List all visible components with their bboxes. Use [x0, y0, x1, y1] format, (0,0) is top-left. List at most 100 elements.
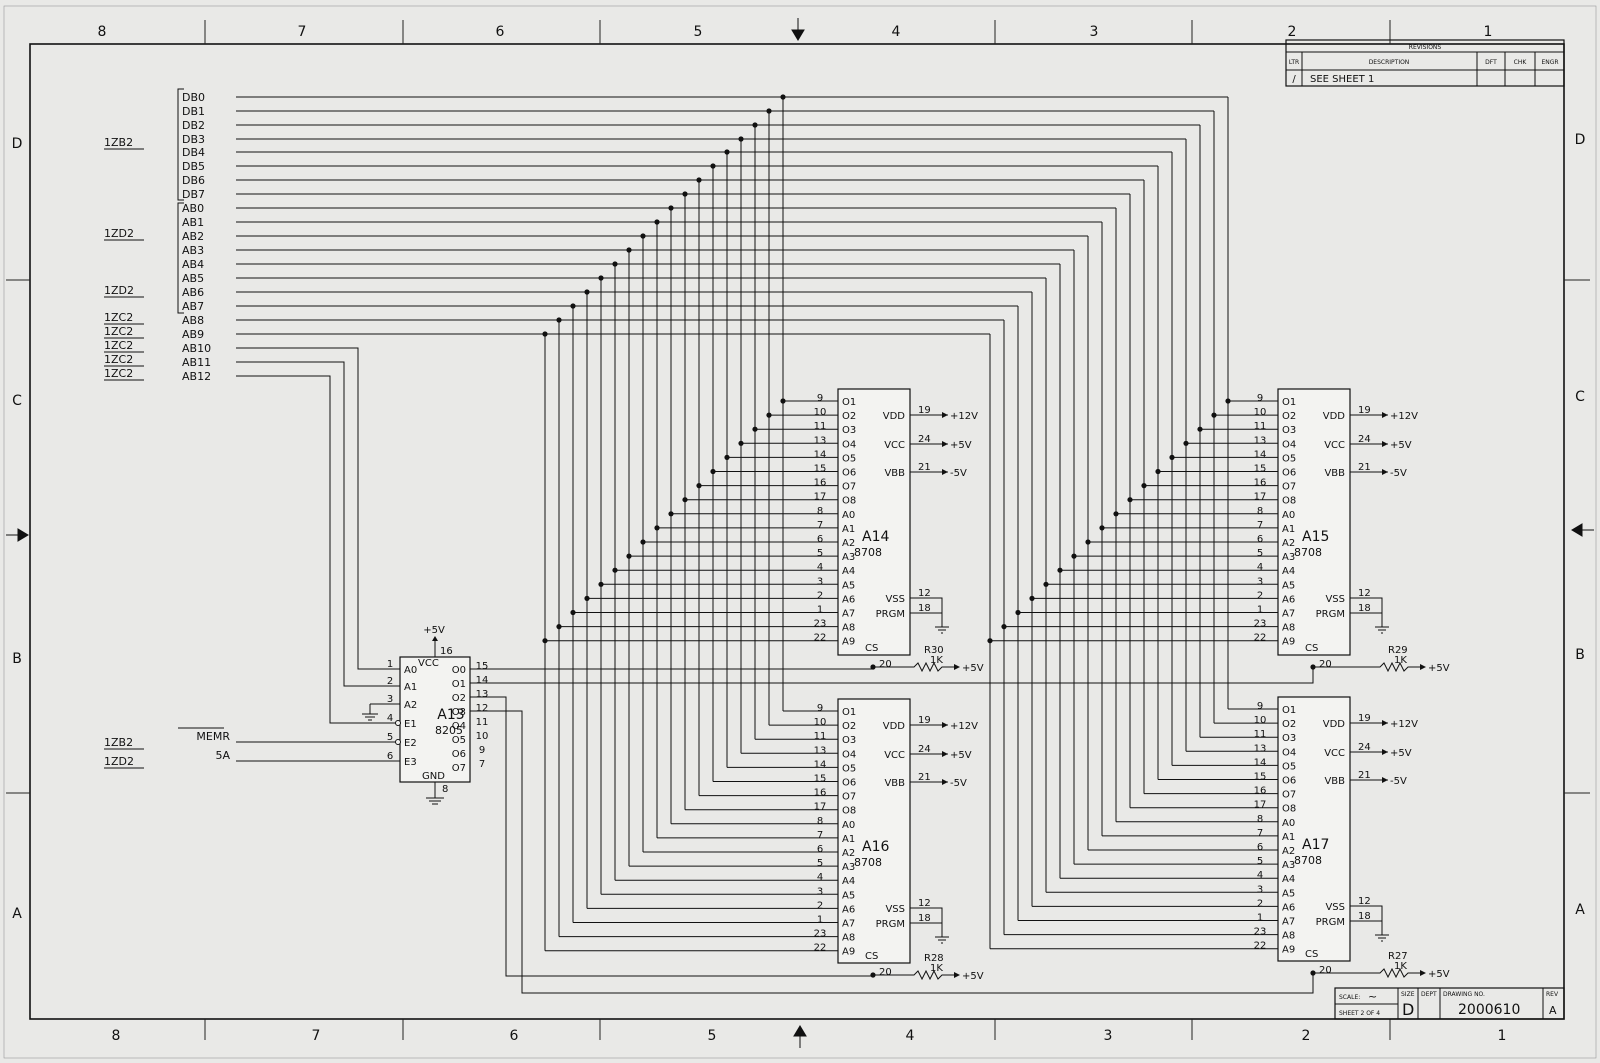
junction-dot [626, 247, 632, 253]
junction-dot [752, 426, 758, 432]
eprom-power-pin: 21 [918, 772, 931, 783]
eprom-pin-number: 13 [814, 745, 827, 756]
eprom-pin-name: O1 [1282, 705, 1296, 716]
eprom-pin-number: 5 [1257, 548, 1263, 559]
zone-col-bottom: 3 [1104, 1028, 1113, 1044]
zone-col-bottom: 1 [1498, 1028, 1507, 1044]
junction-dot [668, 511, 674, 517]
eprom-power-rail: +12V [950, 411, 978, 422]
eprom-power-pin: 19 [1358, 713, 1371, 724]
eprom-body [837, 698, 911, 964]
center-arrows [6, 18, 1594, 1048]
junction-dot [1001, 624, 1007, 630]
power-arrow [1382, 441, 1388, 447]
decoder-input-pin: 1 [387, 659, 393, 670]
eprom-pin-name: O8 [1282, 496, 1296, 507]
sheet-border [29, 43, 1565, 1020]
eprom-pin-number: 9 [1257, 701, 1263, 712]
eprom-pin-name: O4 [842, 439, 856, 450]
zone-row-right: A [1575, 902, 1585, 918]
cs-a15 [470, 667, 1314, 684]
junction-dot [598, 581, 604, 587]
chips: O19O210O311O413O514O615O716O817A08A17A26… [814, 388, 1450, 982]
eprom-pin-number: 22 [814, 633, 827, 644]
eprom-pin-name: A4 [1282, 566, 1295, 577]
decoder-gnd-label: GND [422, 771, 445, 782]
eprom-pin-number: 11 [814, 421, 827, 432]
size-value: D [1402, 1000, 1414, 1019]
zone-col-top: 8 [98, 24, 107, 40]
eprom-prgm-pin: 18 [1358, 911, 1371, 922]
zone-col-bottom: 7 [312, 1028, 321, 1044]
eprom-pin-number: 11 [1254, 729, 1267, 740]
junction-dot [1310, 664, 1316, 670]
junction-dot [570, 303, 576, 309]
drawing-number: 2000610 [1458, 1002, 1520, 1018]
eprom-pin-number: 1 [817, 915, 823, 926]
eprom-pin-name: O7 [842, 792, 856, 803]
eprom-cs-pin: 20 [879, 967, 892, 978]
bus-ref: 1ZB2 [104, 136, 133, 149]
eprom-cs-pin: 20 [879, 659, 892, 670]
power-arrow [942, 722, 948, 728]
eprom-vss-pin: 12 [918, 898, 931, 909]
junction-dot [1211, 412, 1217, 418]
eprom-pin-name: A6 [842, 594, 855, 605]
bus-label-ab: AB7 [182, 300, 204, 313]
eprom-pin-number: 5 [817, 858, 823, 869]
zone-col-bottom: 5 [708, 1028, 717, 1044]
eprom-pin-name: A8 [842, 933, 855, 944]
eprom-power-name: VDD [1323, 411, 1346, 422]
eprom-body [1277, 388, 1351, 656]
eprom-power-name: VBB [1324, 776, 1345, 787]
bus-label-db: DB0 [182, 91, 205, 104]
bus-label-ab: AB8 [182, 314, 204, 327]
resistor-ref: R27 [1388, 951, 1408, 962]
zone-row-right: B [1575, 647, 1585, 663]
rev-col-ltr: LTR [1289, 59, 1299, 66]
decoder-input-name: E2 [404, 738, 417, 749]
zone-col-top: 5 [694, 24, 703, 40]
eprom-pin-number: 14 [1254, 757, 1267, 768]
eprom-pin-number: 7 [1257, 828, 1263, 839]
eprom-power-name: VDD [883, 411, 906, 422]
ab-bracket [177, 202, 184, 314]
eprom-pin-number: 17 [1254, 492, 1267, 503]
junction-dot [556, 624, 562, 630]
eprom-pin-name: O4 [1282, 439, 1296, 450]
eprom-pin-name: A7 [1282, 609, 1295, 620]
control-ref: 1ZB2 [104, 736, 133, 749]
bus-label-db: DB1 [182, 105, 205, 118]
zone-col-top: 7 [298, 24, 307, 40]
junction-dot [612, 261, 618, 267]
eprom-pin-name: A2 [1282, 538, 1295, 549]
zone-row-left: D [12, 136, 23, 152]
junction-dot [870, 972, 876, 978]
decoder-vcc-label: VCC [418, 658, 439, 669]
zone-col-top: 2 [1288, 24, 1297, 40]
zone-col-top: 3 [1090, 24, 1099, 40]
eprom-cs-label: CS [1305, 643, 1318, 654]
eprom-pin-number: 1 [817, 605, 823, 616]
eprom-pin-number: 22 [1254, 633, 1267, 644]
zone-row-left: B [12, 651, 22, 667]
eprom-pin-number: 8 [817, 506, 823, 517]
rev-value: A [1549, 1004, 1557, 1017]
power-arrow [942, 779, 948, 785]
junction-dot [1071, 553, 1077, 559]
eprom-pin-name: O6 [842, 778, 856, 789]
junction-dot [626, 553, 632, 559]
junction-dot [738, 136, 744, 142]
junction-dot [570, 609, 576, 616]
bus-wiring [177, 88, 1424, 994]
revisions-title: REVISIONS [1409, 44, 1442, 51]
eprom-power-rail: -5V [950, 778, 967, 789]
junction-dot [766, 108, 772, 114]
decoder-output-name: O5 [452, 735, 466, 746]
resistor-ref: R28 [924, 953, 944, 964]
junction-dot [1310, 970, 1316, 976]
eprom-prgm-label: PRGM [1316, 917, 1345, 928]
eprom-pin-number: 23 [814, 929, 827, 940]
eprom-power-name: VCC [1324, 440, 1345, 451]
eprom-pin-number: 8 [817, 816, 823, 827]
